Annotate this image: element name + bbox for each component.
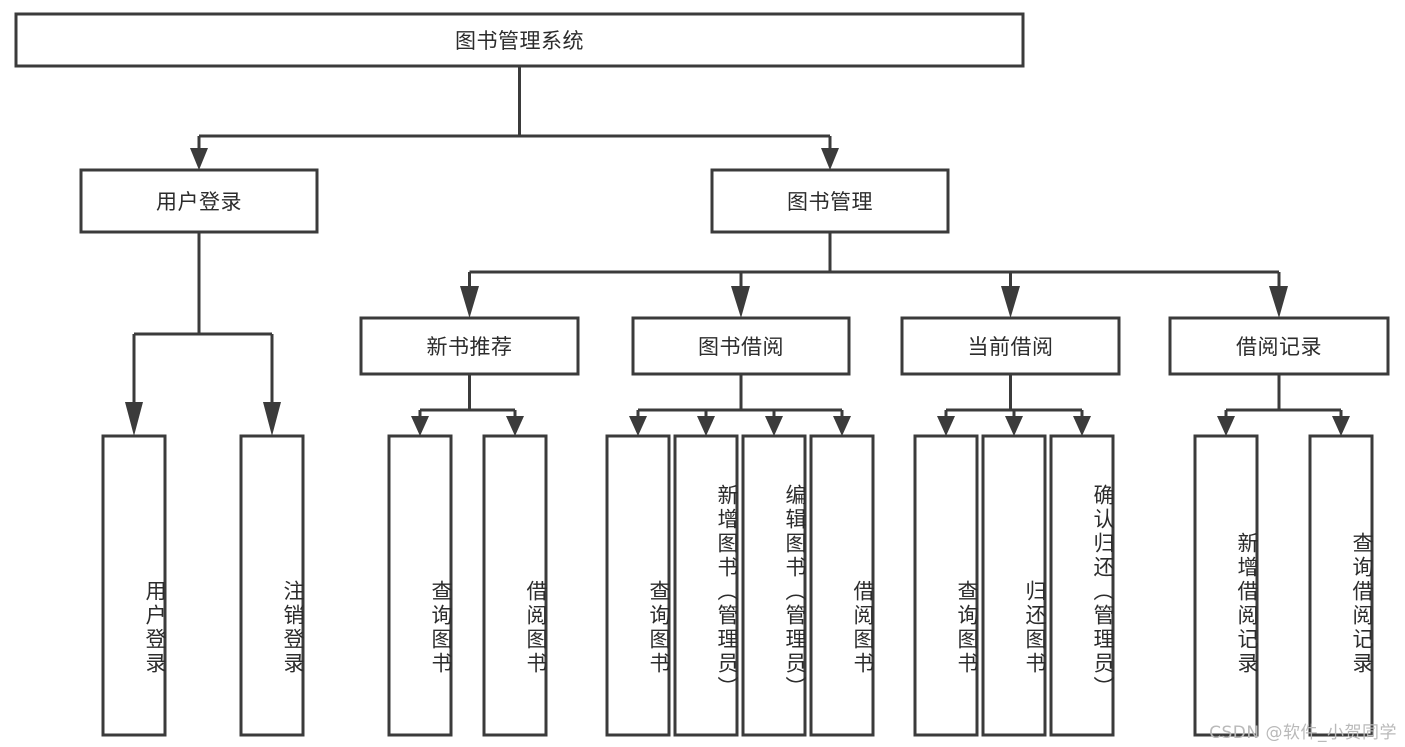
connector-user-login-bus (132, 232, 274, 404)
arrow-to-book-borrow (731, 286, 750, 318)
connector-book-manage-bus (468, 232, 1281, 288)
node-box-book-manage[interactable] (710, 168, 950, 234)
arrow-to-leaf-confirm-return (1073, 416, 1091, 436)
node-box-leaf-edit-book[interactable] (741, 434, 807, 737)
arrow-to-leaf-query-record (1332, 416, 1350, 436)
node-box-book-borrow[interactable] (631, 316, 851, 376)
node-box-leaf-return-book[interactable] (981, 434, 1047, 737)
connector-book-borrow-bus (636, 374, 844, 418)
arrow-to-leaf-add-record (1217, 416, 1235, 436)
node-box-borrow-record[interactable] (1168, 316, 1390, 376)
connector-group (125, 66, 1350, 436)
arrow-to-user-login (190, 148, 208, 170)
node-box-leaf-borrow-book[interactable] (809, 434, 875, 737)
arrow-to-leaf-query-book-current (937, 416, 955, 436)
node-box-new-book-recommend[interactable] (359, 316, 580, 376)
node-box-leaf-confirm-return[interactable] (1049, 434, 1115, 737)
node-box-leaf-add-record[interactable] (1193, 434, 1259, 737)
node-box-current-borrow[interactable] (900, 316, 1121, 376)
node-box-leaf-logout[interactable] (239, 434, 305, 737)
node-box-leaf-add-book[interactable] (673, 434, 739, 737)
arrow-to-leaf-return-book (1005, 416, 1023, 436)
arrow-to-borrow-record (1269, 286, 1288, 318)
arrow-to-book-manage (821, 148, 839, 170)
arrow-to-new-book-recommend (460, 286, 479, 318)
node-box-leaf-user-login[interactable] (101, 434, 167, 737)
connector-root-bus (197, 66, 832, 150)
arrow-to-leaf-logout (263, 402, 281, 436)
node-box-root[interactable] (14, 12, 1025, 68)
arrow-to-leaf-add-book (697, 416, 715, 436)
node-box-leaf-query-book-recommend[interactable] (387, 434, 453, 737)
node-box-user-login[interactable] (79, 168, 319, 234)
connector-borrow-record-bus (1224, 374, 1343, 418)
arrow-to-leaf-borrow-book-recommend (506, 416, 524, 436)
arrow-to-leaf-borrow-book (833, 416, 851, 436)
arrow-to-leaf-query-book-recommend (411, 416, 429, 436)
node-box-leaf-query-record[interactable] (1308, 434, 1374, 737)
arrow-to-leaf-query-book-borrow (629, 416, 647, 436)
connector-new-book-recommend-bus (418, 374, 517, 418)
node-box-leaf-query-book-borrow[interactable] (605, 434, 671, 737)
node-box-leaf-borrow-book-recommend[interactable] (482, 434, 548, 737)
arrow-to-current-borrow (1001, 286, 1020, 318)
node-box-leaf-query-book-current[interactable] (913, 434, 979, 737)
node-box-group (14, 12, 1390, 737)
arrow-to-leaf-edit-book (765, 416, 783, 436)
connector-current-borrow-bus (944, 374, 1084, 418)
arrow-to-leaf-user-login (125, 402, 143, 436)
